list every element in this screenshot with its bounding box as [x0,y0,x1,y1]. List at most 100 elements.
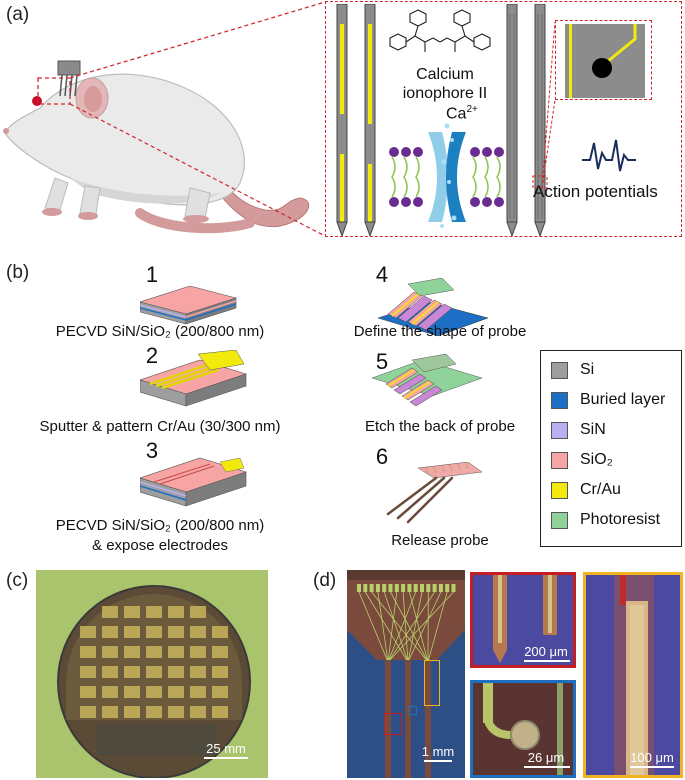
scale-label-main: 1 mm [421,744,455,759]
legend-item-sio2: SiO₂ [551,451,613,469]
wafer-die [124,666,140,678]
step-number: 2 [145,343,159,368]
wafer-die [124,706,140,718]
bond-pad [413,584,418,592]
action-potential-trace [582,139,636,172]
scale-bar-main [424,760,452,762]
legend-label: SiN [580,421,606,438]
bond-pad [369,584,374,592]
bond-pad [382,584,387,592]
materials-legend: Si Buried layer SiN SiO₂ Cr/Au Photoresi… [540,350,682,547]
step-5-caption: Etch the back of probe [364,418,516,435]
electrode-zoom-image [565,24,645,98]
wafer-die [168,606,184,618]
wafer-die [124,646,140,658]
step-1-wafer-stack [140,286,238,325]
action-potentials-label: Action potentials [533,182,658,201]
blue-zoom-image [473,683,573,775]
legend-swatch-si [551,361,568,379]
step-3-wafer-stack [140,457,247,507]
ionophore-molecule-icon [389,9,491,52]
wafer-die [212,686,228,698]
wafer-die [80,646,96,658]
wafer-die [102,686,118,698]
scale-bar-red [524,660,570,662]
legend-swatch-photoresist [551,511,568,529]
bond-pad [388,584,393,592]
yellow-zoom-image [586,575,680,775]
step-number: 4 [375,262,389,287]
wafer-die [168,686,184,698]
legend-label: Buried layer [580,391,666,408]
wafer-die [80,626,96,638]
wafer-photo [36,570,268,778]
calcium-ion-symbol: Ca [446,105,467,123]
zoom-connector-lines [69,1,326,237]
step-5-probe-etch [372,353,483,407]
step-6-released-probe [386,462,483,524]
legend-swatch-cr-au [551,481,568,499]
scale-bar-blue [524,766,570,768]
bond-pad [363,584,368,592]
legend-label: Si [580,361,595,378]
panel-label-b: (b) [6,262,30,283]
step-3-caption-line2: & expose electrodes [92,537,228,554]
wafer-photo-image [36,570,268,778]
wafer-die [212,706,228,718]
probe-shanks-left [336,4,376,236]
panel-label-d: (d) [313,570,337,591]
scale-label-yellow: 100 μm [630,750,674,765]
scale-bar-yellow [630,766,674,768]
wafer-die [190,686,206,698]
wafer-die [168,666,184,678]
scale-bar-c [204,757,248,759]
probe-photo-main-image [347,570,465,778]
probe-photo-main [347,570,465,778]
calcium-ion-label: Ca2+ [446,104,478,123]
probe-zoom-box [325,1,682,237]
wafer-die [146,666,162,678]
wafer-die [212,666,228,678]
bond-pad [401,584,406,592]
wafer-die [124,606,140,618]
legend-swatch-sin [551,421,568,439]
bond-pad [357,584,361,592]
wafer-die [124,686,140,698]
calcium-ion-charge: 2+ [466,104,478,115]
wafer-die [80,706,96,718]
step-number: 6 [375,444,389,469]
bond-pad [438,584,443,592]
wafer-die [80,666,96,678]
wafer-die [190,666,206,678]
ionophore-label-line1: Calcium [416,66,474,83]
legend-label: Photoresist [580,511,661,528]
panel-label-c: (c) [6,570,29,591]
wafer-die [102,606,118,618]
wafer-die [146,686,162,698]
wafer-die [146,606,162,618]
wafer-die [212,626,228,638]
red-zoom-image [473,575,573,665]
step-number: 1 [145,262,159,287]
ionophore-label: Calcium ionophore II [385,65,505,103]
step-6-caption: Release probe [391,532,489,549]
bond-pad [420,584,424,592]
ionophore-label-line2: ionophore II [402,85,488,102]
wafer-die [190,606,206,618]
wafer-die [124,626,140,638]
legend-swatch-sio2 [551,451,568,469]
scale-label-c: 25 mm [206,741,246,756]
wafer-die [168,626,184,638]
blue-zoom-photo [470,680,576,778]
bond-pad [407,584,412,592]
wafer-die [212,646,228,658]
wafer-die [146,646,162,658]
bond-pad [445,584,450,592]
bond-pad [375,584,380,592]
legend-label: SiO₂ [580,451,613,468]
step-number: 5 [375,349,389,374]
legend-item-photoresist: Photoresist [551,511,660,529]
wafer-die [146,626,162,638]
legend-item-si: Si [551,361,594,379]
scale-label-blue: 26 μm [527,750,565,765]
